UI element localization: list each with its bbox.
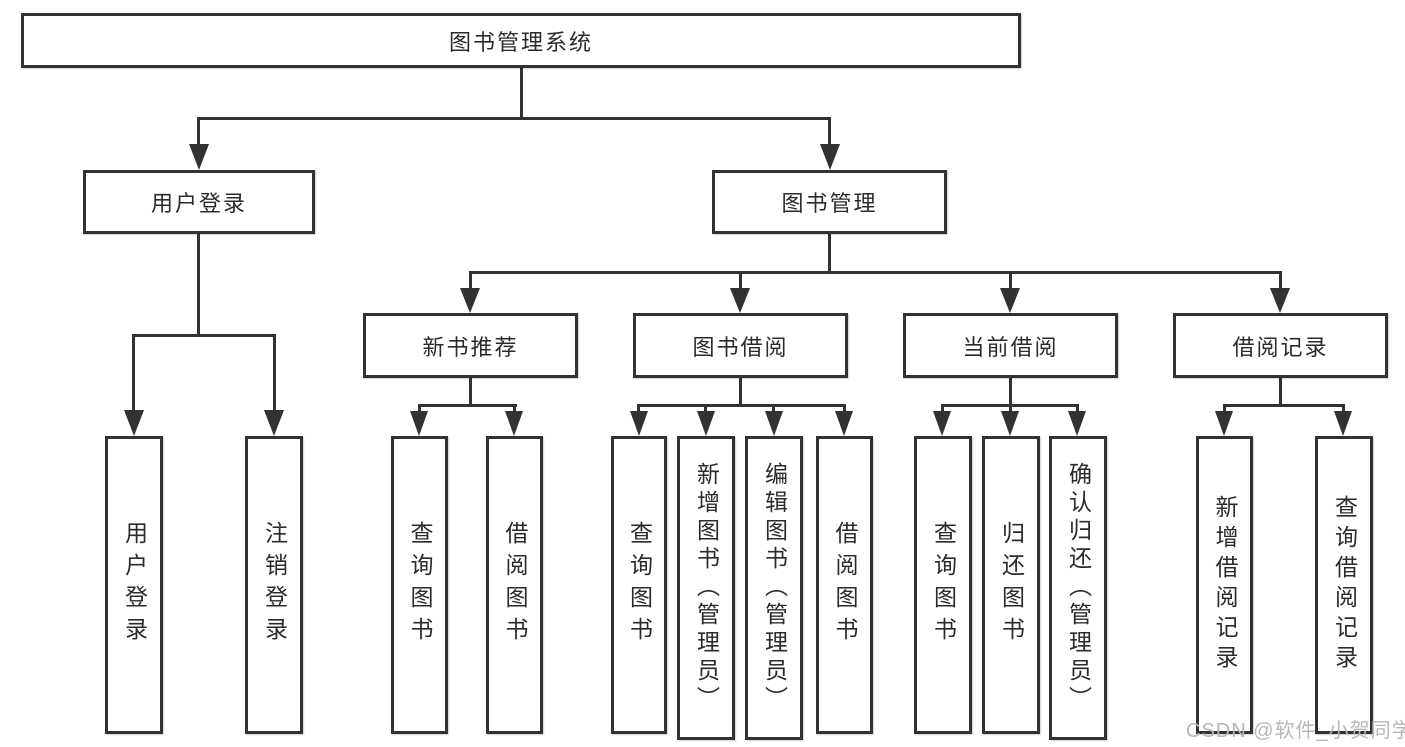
connector-line [197, 233, 200, 337]
arrowhead-down-icon [630, 411, 648, 436]
arrowhead-down-icon [697, 411, 715, 436]
connector-line [1279, 271, 1282, 289]
arrowhead-down-icon [835, 411, 853, 436]
arrowhead-down-icon [189, 144, 209, 170]
node-new-book-recommend: 新书推荐 [363, 313, 578, 378]
leaf-logout: 注销登录 [245, 436, 303, 734]
arrowhead-down-icon [765, 411, 783, 436]
connector-line [941, 404, 944, 413]
connector-line [739, 271, 742, 289]
arrowhead-down-icon [1334, 411, 1352, 436]
node-borrow-record: 借阅记录 [1173, 313, 1388, 378]
arrowhead-down-icon [1068, 411, 1086, 436]
connector-line [520, 66, 523, 120]
connector-line [418, 404, 517, 407]
node-book-borrow: 图书借阅 [633, 313, 848, 378]
arrowhead-down-icon [124, 410, 144, 436]
arrowhead-down-icon [1270, 288, 1290, 313]
connector-line [637, 404, 846, 407]
connector-line [1009, 271, 1012, 289]
connector-line [197, 117, 831, 120]
leaf-borrow-book: 借阅图书 [816, 436, 873, 734]
leaf-edit-book-admin: 编辑图书（管理员） [745, 436, 803, 740]
connector-line [132, 334, 135, 412]
leaf-query-book-borrow: 查询图书 [611, 436, 667, 734]
arrowhead-down-icon [410, 411, 428, 436]
connector-line [843, 404, 846, 413]
connector-line [1076, 404, 1079, 413]
arrowhead-down-icon [730, 288, 750, 313]
connector-line [469, 271, 472, 289]
arrowhead-down-icon [460, 288, 480, 313]
leaf-add-borrow-record: 新增借阅记录 [1196, 436, 1253, 734]
node-book-management: 图书管理 [712, 170, 947, 234]
leaf-return-book: 归还图书 [982, 436, 1040, 734]
connector-line [418, 404, 421, 413]
connector-line [828, 117, 831, 147]
connector-line [197, 117, 200, 147]
leaf-query-book-recommend: 查询图书 [391, 436, 448, 734]
leaf-borrow-book-recommend: 借阅图书 [486, 436, 543, 734]
leaf-confirm-return-admin: 确认归还（管理员） [1049, 436, 1107, 740]
connector-line [513, 404, 516, 413]
arrowhead-down-icon [505, 411, 523, 436]
connector-line [739, 377, 742, 407]
leaf-query-borrow-record: 查询借阅记录 [1315, 436, 1373, 734]
connector-line [1009, 404, 1012, 413]
arrowhead-down-icon [1001, 411, 1019, 436]
connector-line [469, 271, 1282, 274]
leaf-user-login: 用户登录 [105, 436, 163, 734]
arrowhead-down-icon [1000, 288, 1020, 313]
connector-line [828, 233, 831, 274]
connector-line [1223, 404, 1226, 413]
connector-line [1279, 377, 1282, 407]
connector-line [1009, 377, 1012, 407]
arrowhead-down-icon [1215, 411, 1233, 436]
connector-line [1223, 404, 1345, 407]
watermark: CSDN @软件_小贺同学 [1186, 720, 1405, 742]
arrowhead-down-icon [933, 411, 951, 436]
connector-line [469, 377, 472, 407]
leaf-query-book-current: 查询图书 [914, 436, 972, 734]
arrowhead-down-icon [820, 144, 840, 170]
connector-line [273, 334, 276, 412]
connector-line [704, 404, 707, 413]
connector-line [637, 404, 640, 413]
connector-line [1342, 404, 1345, 413]
connector-line [132, 334, 276, 337]
connector-line [772, 404, 775, 413]
node-library-management-system: 图书管理系统 [21, 13, 1021, 68]
node-user-login: 用户登录 [83, 170, 315, 234]
leaf-add-book-admin: 新增图书（管理员） [677, 436, 735, 740]
node-current-borrow: 当前借阅 [903, 313, 1118, 378]
arrowhead-down-icon [264, 410, 284, 436]
